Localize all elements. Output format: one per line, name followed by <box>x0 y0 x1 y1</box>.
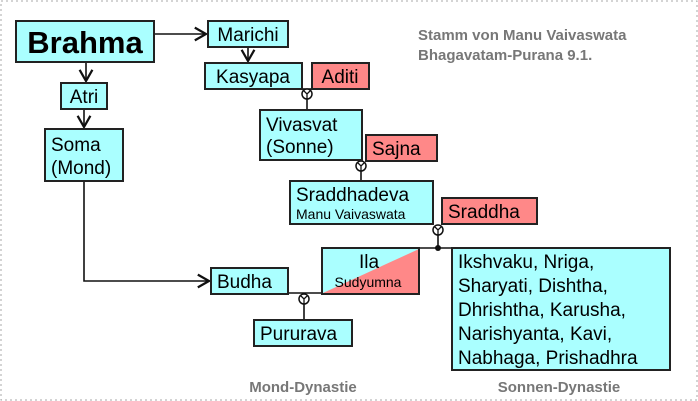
node-marichi: Marichi <box>207 20 289 48</box>
svg-text:Sraddha: Sraddha <box>448 202 520 223</box>
label-sun-dynasty: Sonnen-Dynastie <box>498 379 621 396</box>
node-atri: Atri <box>60 82 108 110</box>
svg-text:Sraddhadeva: Sraddhadeva <box>296 185 409 206</box>
svg-text:Marichi: Marichi <box>217 25 278 46</box>
svg-text:Vivasvat: Vivasvat <box>266 115 338 136</box>
marriage-icon <box>355 160 367 172</box>
svg-text:Sudyumna: Sudyumna <box>335 274 402 290</box>
node-kasyapa: Kasyapa <box>204 62 303 90</box>
node-pururava: Pururava <box>253 319 353 347</box>
svg-text:Sharyati, Dishtha,: Sharyati, Dishtha, <box>458 276 608 297</box>
svg-text:(Mond): (Mond) <box>51 158 111 179</box>
svg-text:Aditi: Aditi <box>322 67 359 88</box>
svg-text:Dhrishtha, Karusha,: Dhrishtha, Karusha, <box>458 300 626 321</box>
node-sraddha: Sraddha <box>441 197 538 225</box>
label-moon-dynasty: Mond-Dynastie <box>249 379 357 396</box>
svg-text:Atri: Atri <box>70 87 99 108</box>
svg-text:Ila: Ila <box>359 252 380 273</box>
svg-text:Manu Vaivaswata: Manu Vaivaswata <box>296 206 406 222</box>
node-soma: Soma(Mond) <box>44 128 124 182</box>
marriage-icon <box>301 88 313 100</box>
svg-text:(Sonne): (Sonne) <box>266 137 334 158</box>
node-brahma: Brahma <box>15 20 155 63</box>
svg-text:Brahma: Brahma <box>27 25 143 60</box>
svg-text:Pururava: Pururava <box>260 324 338 345</box>
marriage-icon <box>298 293 310 305</box>
node-budha: Budha <box>210 267 289 295</box>
node-sajna: Sajna <box>365 134 438 162</box>
svg-text:Soma: Soma <box>51 135 101 156</box>
title-line-1: Stamm von Manu Vaivaswata <box>418 27 627 44</box>
svg-text:Ikshvaku, Nriga,: Ikshvaku, Nriga, <box>458 252 594 273</box>
marriage-icon <box>432 224 444 236</box>
svg-text:Nabhaga, Prishadhra: Nabhaga, Prishadhra <box>458 348 638 369</box>
title-line-2: Bhagavatam-Purana 9.1. <box>418 47 592 64</box>
node-sons: Ikshvaku, Nriga, Sharyati, Dishtha, Dhri… <box>451 247 671 371</box>
node-vivasvat: Vivasvat(Sonne) <box>259 109 363 161</box>
connectors <box>76 26 452 320</box>
node-aditi: Aditi <box>311 62 370 90</box>
svg-text:Sajna: Sajna <box>372 139 421 160</box>
svg-text:Narishyanta, Kavi,: Narishyanta, Kavi, <box>458 324 612 345</box>
svg-text:Kasyapa: Kasyapa <box>216 67 290 88</box>
svg-text:Budha: Budha <box>217 272 272 293</box>
